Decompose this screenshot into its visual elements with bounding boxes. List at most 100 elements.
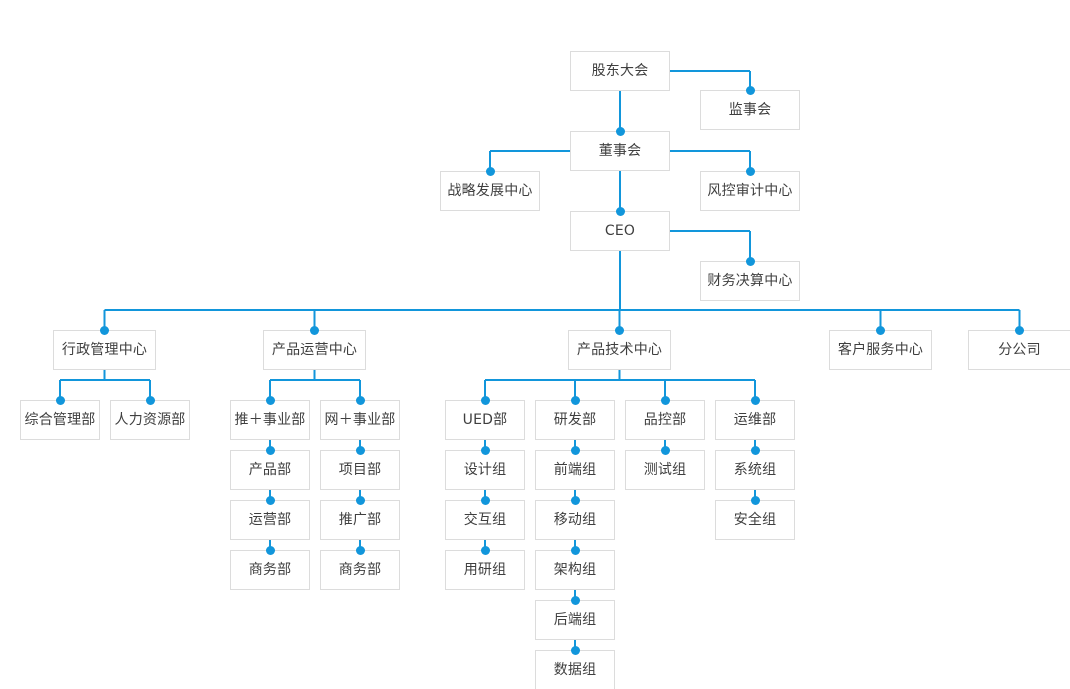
connector-dot <box>100 325 109 335</box>
connector-dot <box>876 325 885 335</box>
connector-dot <box>750 445 760 455</box>
org-node-label: 交互组 <box>463 512 507 528</box>
org-node-label: 后端组 <box>553 612 597 628</box>
org-node-qianduan-zu[interactable]: 前端组 <box>535 450 615 490</box>
org-node-label: 商务部 <box>248 562 292 578</box>
org-node-jiaohu-zu[interactable]: 交互组 <box>445 500 525 540</box>
org-node-label: 运维部 <box>733 412 777 428</box>
org-node-yunying-bu[interactable]: 运营部 <box>230 500 310 540</box>
org-node-general-mgmt[interactable]: 综合管理部 <box>20 400 100 440</box>
connector-dot <box>570 445 580 455</box>
org-node-label: 设计组 <box>463 462 507 478</box>
connector-dot <box>265 395 275 405</box>
connector-dot <box>355 445 365 455</box>
org-node-label: 推广部 <box>338 512 382 528</box>
org-node-label: 测试组 <box>643 462 687 478</box>
org-node-prodtech[interactable]: 产品技术中心 <box>568 330 671 370</box>
org-node-label: 财务决算中心 <box>707 273 793 289</box>
org-node-yunwei[interactable]: 运维部 <box>715 400 795 440</box>
org-node-ued[interactable]: UED部 <box>445 400 525 440</box>
org-node-label: 股东大会 <box>591 63 649 79</box>
org-node-prodops[interactable]: 产品运营中心 <box>263 330 366 370</box>
connector-dot <box>570 545 580 555</box>
org-node-label: 数据组 <box>553 662 597 678</box>
org-node-tui-bu[interactable]: 推＋事业部 <box>230 400 310 440</box>
org-node-customer[interactable]: 客户服务中心 <box>829 330 932 370</box>
connector-dot <box>480 445 490 455</box>
connector-dot <box>615 126 625 136</box>
org-node-label: 移动组 <box>553 512 597 528</box>
org-node-yanfa[interactable]: 研发部 <box>535 400 615 440</box>
org-node-label: 产品运营中心 <box>271 342 358 358</box>
org-node-ceshi-zu[interactable]: 测试组 <box>625 450 705 490</box>
connector-dot <box>660 395 670 405</box>
org-node-chanpin-bu[interactable]: 产品部 <box>230 450 310 490</box>
org-node-label: 董事会 <box>598 143 642 159</box>
org-node-label: 项目部 <box>338 462 382 478</box>
org-node-label: 产品技术中心 <box>576 342 663 358</box>
org-node-finance[interactable]: 财务决算中心 <box>700 261 800 301</box>
org-node-shareholders[interactable]: 股东大会 <box>570 51 670 91</box>
org-node-label: 安全组 <box>733 512 777 528</box>
org-node-label: 客户服务中心 <box>837 342 924 358</box>
org-node-label: 监事会 <box>728 102 772 118</box>
org-node-label: 综合管理部 <box>24 412 96 428</box>
org-node-label: CEO <box>604 223 636 239</box>
org-node-label: 行政管理中心 <box>61 342 148 358</box>
org-node-tuiguang-bu[interactable]: 推广部 <box>320 500 400 540</box>
org-node-xitong-zu[interactable]: 系统组 <box>715 450 795 490</box>
connector-dot <box>750 495 760 505</box>
org-node-label: 运营部 <box>248 512 292 528</box>
connector-dot <box>310 325 319 335</box>
org-node-houduan-zu[interactable]: 后端组 <box>535 600 615 640</box>
org-node-branch[interactable]: 分公司 <box>968 330 1070 370</box>
org-node-xiangmu-bu[interactable]: 项目部 <box>320 450 400 490</box>
connector-dot <box>480 545 490 555</box>
org-node-label: 分公司 <box>998 342 1041 358</box>
connector-dot <box>1015 325 1024 335</box>
connector-dot <box>750 395 760 405</box>
org-node-jiagou-zu[interactable]: 架构组 <box>535 550 615 590</box>
org-node-yanyan-zu[interactable]: 用研组 <box>445 550 525 590</box>
org-node-pinkong[interactable]: 品控部 <box>625 400 705 440</box>
connector-dot <box>745 166 755 176</box>
org-node-label: 产品部 <box>248 462 292 478</box>
org-node-shuju-zu[interactable]: 数据组 <box>535 650 615 689</box>
connector-dot <box>355 495 365 505</box>
org-node-label: 系统组 <box>733 462 777 478</box>
org-node-riskaudit[interactable]: 风控审计中心 <box>700 171 800 211</box>
org-node-board[interactable]: 董事会 <box>570 131 670 171</box>
org-node-wang-bu[interactable]: 网＋事业部 <box>320 400 400 440</box>
org-node-anquan-zu[interactable]: 安全组 <box>715 500 795 540</box>
connector-dot <box>570 595 580 605</box>
org-node-ceo[interactable]: CEO <box>570 211 670 251</box>
connector-dot <box>570 495 580 505</box>
org-node-shangwu-bu-2[interactable]: 商务部 <box>320 550 400 590</box>
connector-dot <box>480 495 490 505</box>
connector-dot <box>265 545 275 555</box>
org-node-label: 用研组 <box>463 562 507 578</box>
connector-dot <box>55 395 65 405</box>
connector-dot <box>485 166 495 176</box>
org-node-label: 推＋事业部 <box>234 412 306 428</box>
connector-dot <box>745 85 755 95</box>
connector-dot <box>265 495 275 505</box>
org-node-label: 前端组 <box>553 462 597 478</box>
org-node-strategy[interactable]: 战略发展中心 <box>440 171 540 211</box>
connector-dot <box>265 445 275 455</box>
org-node-admin[interactable]: 行政管理中心 <box>53 330 156 370</box>
connector-dot <box>570 645 580 655</box>
org-node-label: 战略发展中心 <box>447 183 533 199</box>
org-node-label: 商务部 <box>338 562 382 578</box>
org-node-label: 品控部 <box>643 412 687 428</box>
org-node-shangwu-bu-1[interactable]: 商务部 <box>230 550 310 590</box>
connector-dot <box>145 395 155 405</box>
org-node-hr[interactable]: 人力资源部 <box>110 400 190 440</box>
org-node-supervisory[interactable]: 监事会 <box>700 90 800 130</box>
org-node-yidong-zu[interactable]: 移动组 <box>535 500 615 540</box>
connector-dot <box>355 545 365 555</box>
org-node-sheji-zu[interactable]: 设计组 <box>445 450 525 490</box>
org-node-label: 架构组 <box>553 562 597 578</box>
org-node-label: 研发部 <box>553 412 597 428</box>
